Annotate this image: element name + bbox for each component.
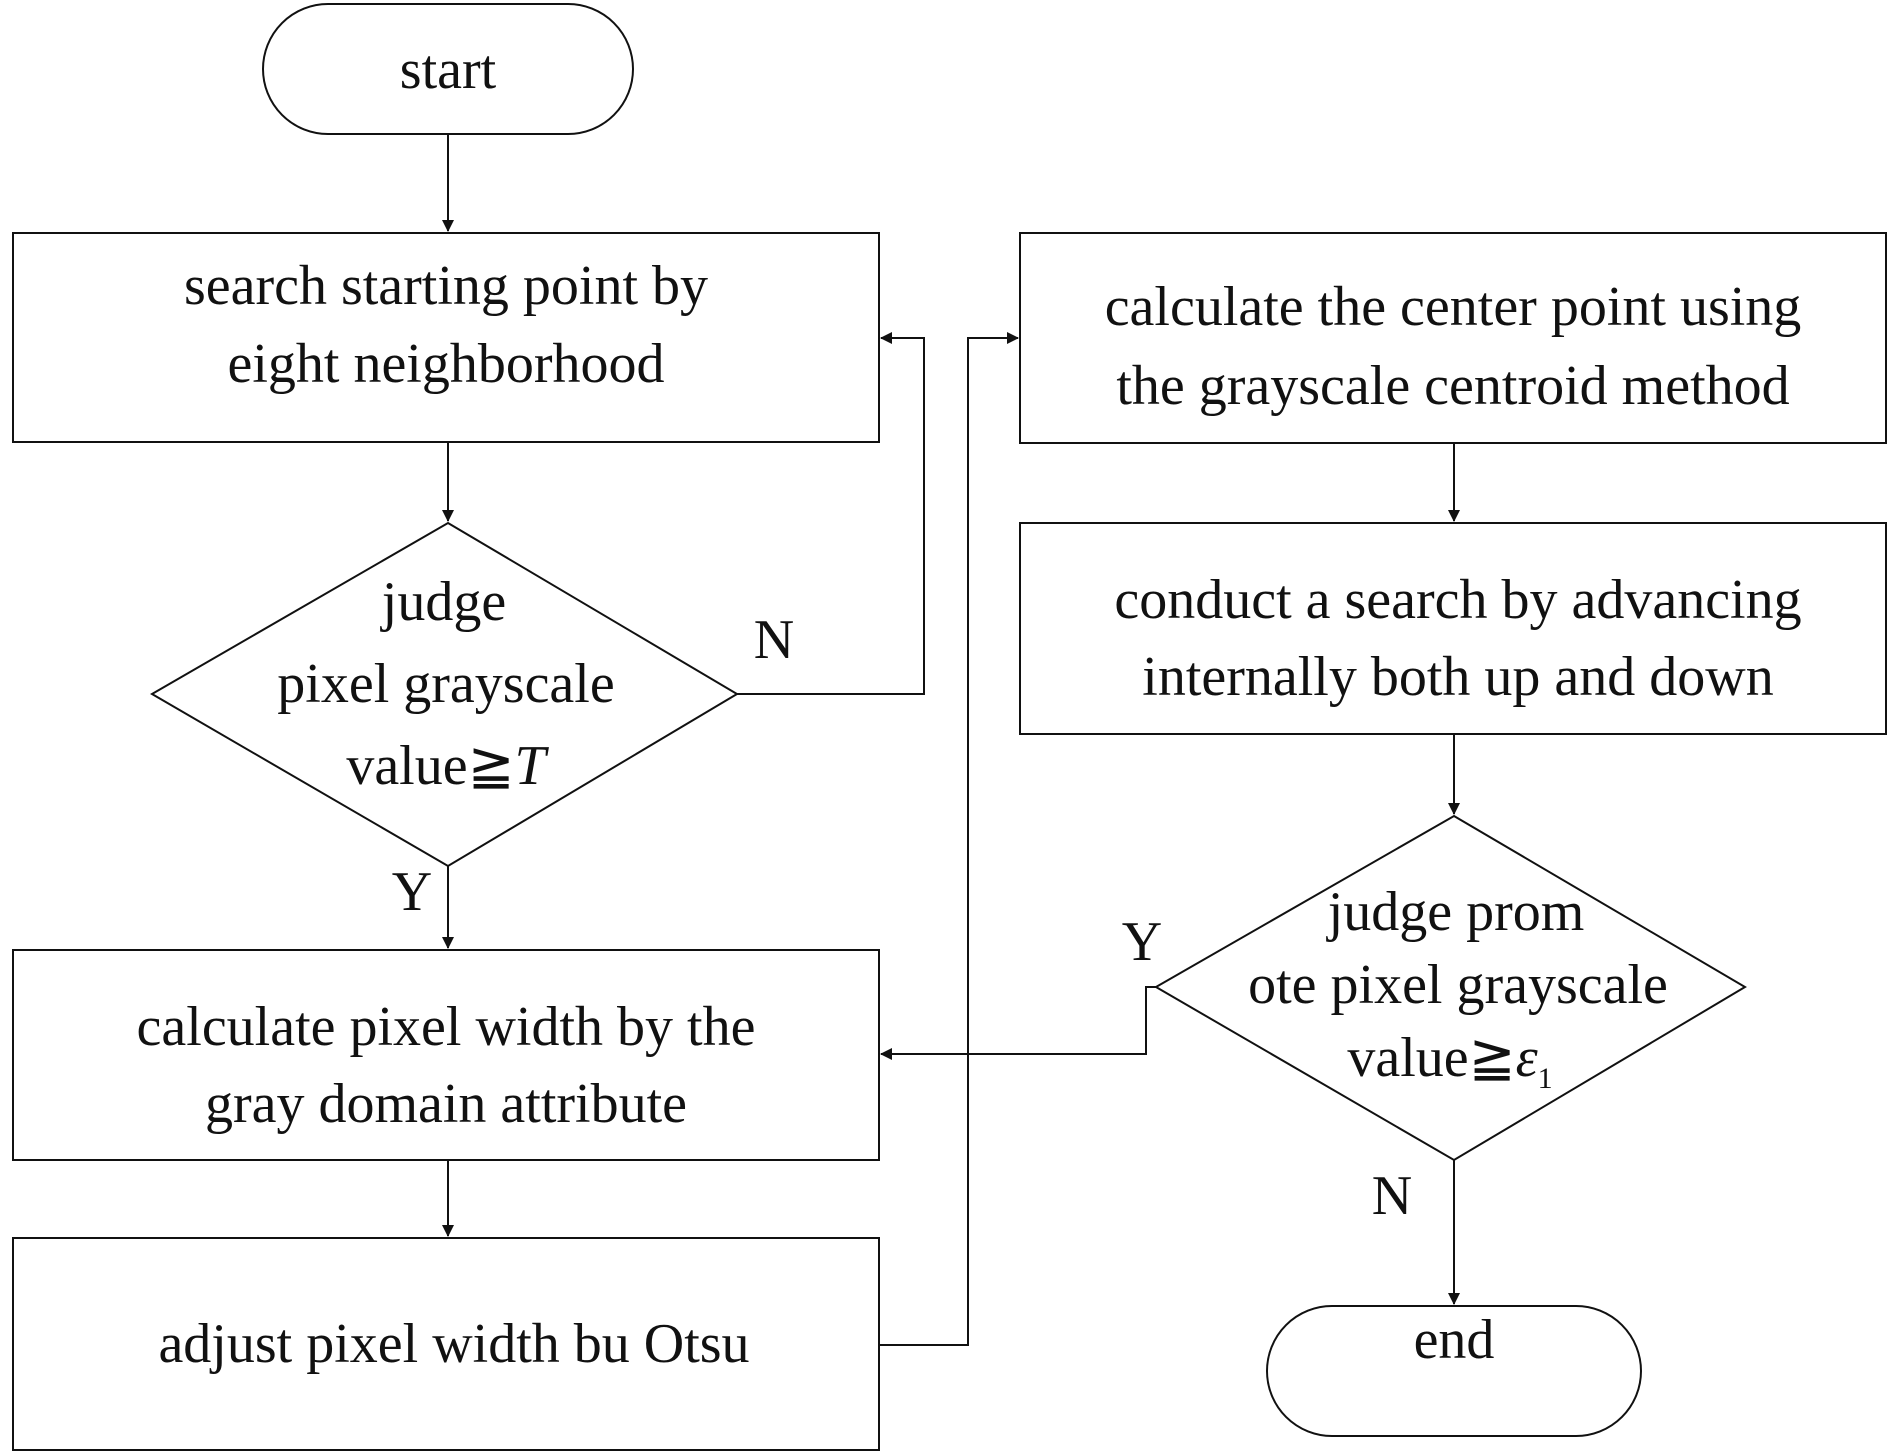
judge2-label-line2: ote pixel grayscale bbox=[1248, 954, 1668, 1016]
search-label-line2: eight neighborhood bbox=[227, 333, 664, 395]
judge2-yes-label: Y bbox=[1122, 911, 1162, 973]
width-label-line2: gray domain attribute bbox=[205, 1073, 687, 1135]
edge-judge1-no-loop bbox=[737, 332, 925, 695]
judge1-yes-label: Y bbox=[392, 861, 432, 923]
otsu-box bbox=[12, 1237, 880, 1451]
edge-otsu-centroid bbox=[879, 332, 1019, 1346]
centroid-box bbox=[1019, 232, 1887, 444]
width-label-line1: calculate pixel width by the bbox=[137, 996, 756, 1058]
width-box bbox=[12, 949, 880, 1161]
end-terminal bbox=[1266, 1305, 1642, 1437]
judge1-label-line1: judge bbox=[380, 571, 506, 633]
end-label: end bbox=[1414, 1309, 1495, 1371]
edge-judge2-yes bbox=[880, 986, 1156, 1060]
judge1-label-line2: pixel grayscale bbox=[277, 653, 614, 715]
start-label: start bbox=[400, 39, 497, 101]
judge2-label-line1: judge prom bbox=[1326, 881, 1585, 943]
search-label-line1: search starting point by bbox=[184, 255, 708, 317]
judge2-label-line3: value≧ε1 bbox=[1347, 1027, 1552, 1095]
otsu-label: adjust pixel width bu Otsu bbox=[158, 1313, 749, 1375]
judge2-no-label: N bbox=[1372, 1165, 1412, 1227]
centroid-label-line2: the grayscale centroid method bbox=[1116, 355, 1789, 417]
advance-box bbox=[1019, 522, 1887, 735]
advance-label-line1: conduct a search by advancing bbox=[1114, 569, 1801, 631]
advance-label-line2: internally both up and down bbox=[1142, 646, 1773, 708]
judge1-label-line3: value≧T bbox=[346, 735, 549, 797]
judge1-no-label: N bbox=[754, 609, 794, 671]
search-box bbox=[12, 232, 880, 443]
centroid-label-line1: calculate the center point using bbox=[1105, 276, 1802, 338]
